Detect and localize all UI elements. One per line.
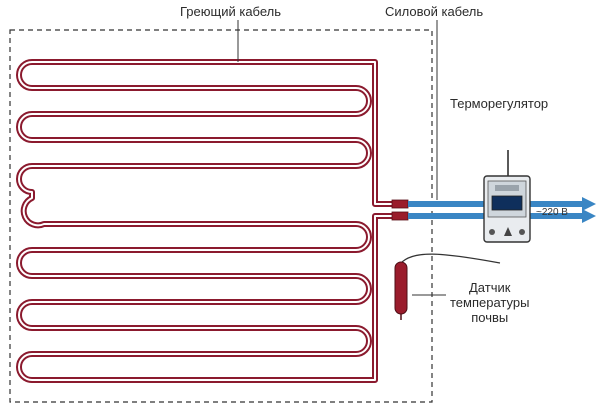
cable-coupling-top [391, 199, 409, 209]
sensor-label-line3: почвы [471, 310, 509, 325]
voltage-label: ~220 В [536, 207, 568, 218]
cable-coupling-bottom [391, 211, 409, 221]
thermostat [483, 150, 531, 243]
temperature-sensor [394, 253, 501, 320]
sensor-label-line2: температуры [450, 295, 530, 310]
sensor-label-line1: Датчик [469, 280, 511, 295]
sensor-label: Датчик температуры почвы [450, 280, 529, 325]
heating-cable [16, 59, 392, 383]
power-cable-label: Силовой кабель [385, 4, 484, 19]
power-cable [408, 201, 486, 219]
thermostat-button-right [519, 229, 525, 235]
thermostat-button-center [504, 227, 512, 236]
mains-cable [530, 197, 596, 223]
leader-lines [237, 20, 446, 296]
heating-cable-label: Греющий кабель [180, 4, 282, 19]
thermostat-button-left [489, 229, 495, 235]
thermostat-label: Терморегулятор [450, 96, 549, 111]
thermostat-display [491, 195, 523, 211]
